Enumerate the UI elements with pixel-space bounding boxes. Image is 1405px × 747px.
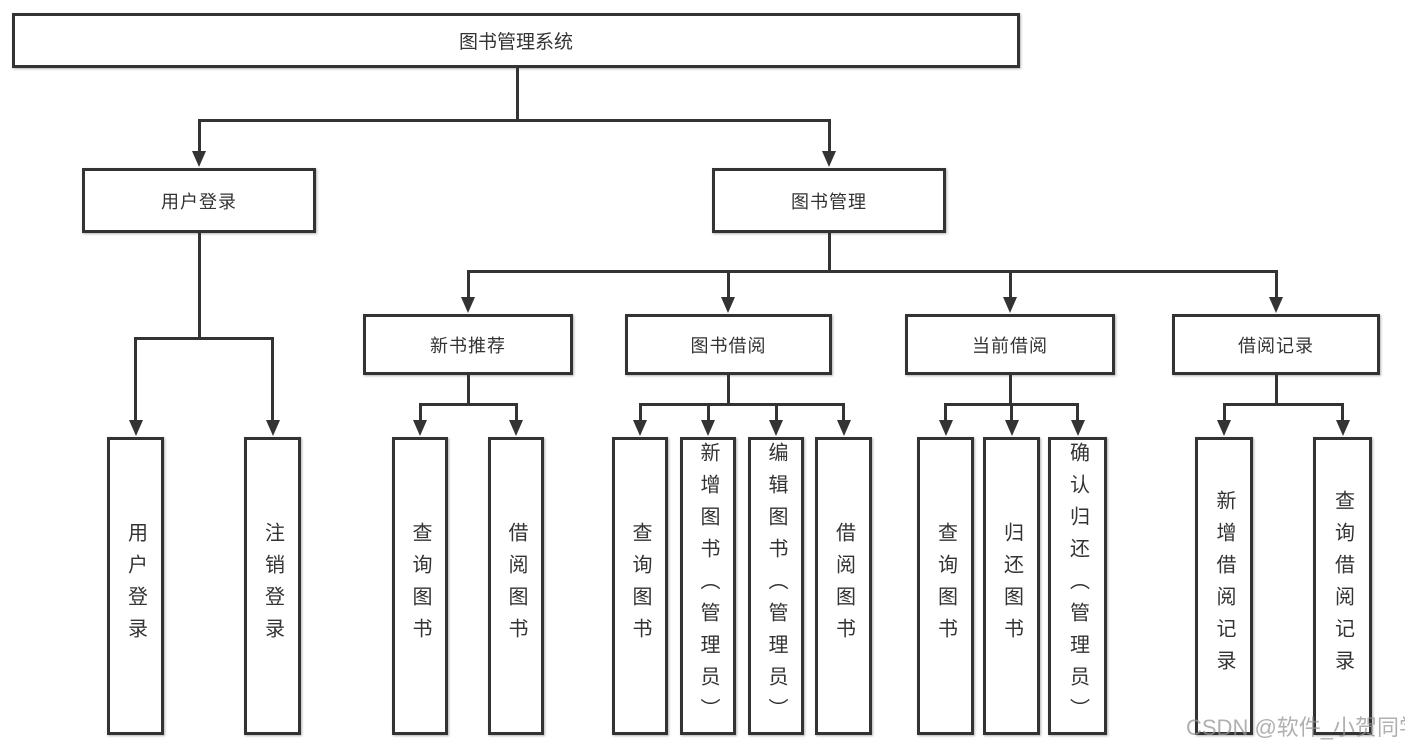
node-label: 图书借阅 (690, 335, 767, 356)
node-label: 新书推荐 (430, 335, 506, 356)
node-label: 借阅记录 (1238, 335, 1314, 356)
leaf-label: 查询图书 (934, 522, 957, 650)
connector-bar-level3 (466, 270, 1278, 273)
connector-stem-book-management (827, 233, 831, 273)
connector-stem-root (515, 68, 519, 122)
connector-arrow-br-add (1222, 403, 1226, 421)
node-user-login: 用户登录 (82, 168, 316, 233)
leaf-label: 借阅图书 (505, 522, 527, 650)
connector-stem-borrow-records (1274, 375, 1278, 406)
node-new-book-recommend: 新书推荐 (363, 314, 573, 375)
connector-stem-user-login (197, 233, 201, 340)
connector-arrow-borrow-records (1274, 270, 1278, 298)
connector-bar-level2 (197, 119, 831, 122)
node-book-borrow: 图书借阅 (625, 314, 832, 375)
leaf-query-books-current: 查询图书 (917, 437, 974, 735)
connector-arrow-book-management (827, 119, 831, 152)
csdn-watermark: CSDN @软件_小贺同学 (1186, 715, 1405, 740)
node-label: 用户登录 (161, 191, 237, 212)
connector-stem-current-borrow (1008, 375, 1012, 406)
leaf-label: 新增借阅记录 (1213, 490, 1235, 682)
node-current-borrow: 当前借阅 (905, 314, 1115, 375)
connector-arrow-nb-borrow (514, 403, 518, 421)
leaf-label: 新增图书（管理员） (697, 442, 719, 730)
connector-arrow-book-borrow (726, 270, 730, 298)
connector-bar-book-borrow (638, 403, 845, 406)
connector-arrow-user-login (197, 119, 201, 152)
leaf-query-books-borrow: 查询图书 (612, 437, 668, 735)
connector-stem-new-books (466, 375, 470, 406)
connector-bar-user-login (134, 337, 274, 340)
leaf-label: 查询图书 (629, 522, 651, 650)
leaf-edit-book-admin: 编辑图书（管理员） (748, 437, 804, 735)
leaf-logout: 注销登录 (244, 437, 301, 735)
leaf-label: 查询图书 (409, 522, 431, 650)
leaf-return-books: 归还图书 (983, 437, 1040, 735)
leaf-confirm-return-admin: 确认归还（管理员） (1048, 437, 1107, 735)
connector-arrow-current-borrow (1008, 270, 1012, 298)
connector-arrow-bb-add (706, 403, 710, 421)
connector-arrow-bb-query (638, 403, 642, 421)
node-label: 图书管理 (791, 191, 867, 212)
node-label: 当前借阅 (972, 335, 1048, 356)
leaf-query-borrow-record: 查询借阅记录 (1313, 437, 1372, 735)
connector-arrow-cb-query (944, 403, 947, 421)
leaf-label: 借阅图书 (832, 522, 855, 650)
connector-arrow-cb-return (1010, 403, 1013, 421)
connector-bar-new-books (418, 403, 518, 406)
node-borrow-records: 借阅记录 (1172, 314, 1380, 375)
connector-arrow-nb-query (418, 403, 422, 421)
connector-arrow-cb-confirm (1076, 403, 1079, 421)
leaf-borrow-books-newbooks: 借阅图书 (488, 437, 544, 735)
connector-stem-book-borrow (726, 375, 730, 406)
connector-arrow-bb-edit (774, 403, 778, 421)
connector-arrow-leaf-login (134, 337, 137, 421)
leaf-add-book-admin: 新增图书（管理员） (680, 437, 736, 735)
node-library-management-system: 图书管理系统 (12, 13, 1020, 68)
connector-bar-borrow-records (1222, 403, 1344, 406)
leaf-label: 编辑图书（管理员） (765, 442, 787, 730)
leaf-label: 归还图书 (1000, 522, 1023, 650)
node-label: 图书管理系统 (458, 32, 573, 53)
connector-arrow-br-query (1341, 403, 1344, 421)
leaf-label: 查询借阅记录 (1331, 490, 1354, 682)
connector-arrow-new-books (466, 270, 470, 298)
leaf-label: 确认归还（管理员） (1066, 442, 1089, 730)
node-book-management: 图书管理 (712, 168, 946, 233)
connector-arrow-bb-borrow (842, 403, 845, 421)
leaf-user-login: 用户登录 (107, 437, 164, 735)
leaf-borrow-books-borrow: 借阅图书 (815, 437, 872, 735)
connector-arrow-leaf-logout (271, 337, 274, 421)
leaf-add-borrow-record: 新增借阅记录 (1195, 437, 1253, 735)
leaf-query-books-newbooks: 查询图书 (392, 437, 448, 735)
leaf-label: 注销登录 (261, 522, 284, 650)
leaf-label: 用户登录 (124, 522, 147, 650)
